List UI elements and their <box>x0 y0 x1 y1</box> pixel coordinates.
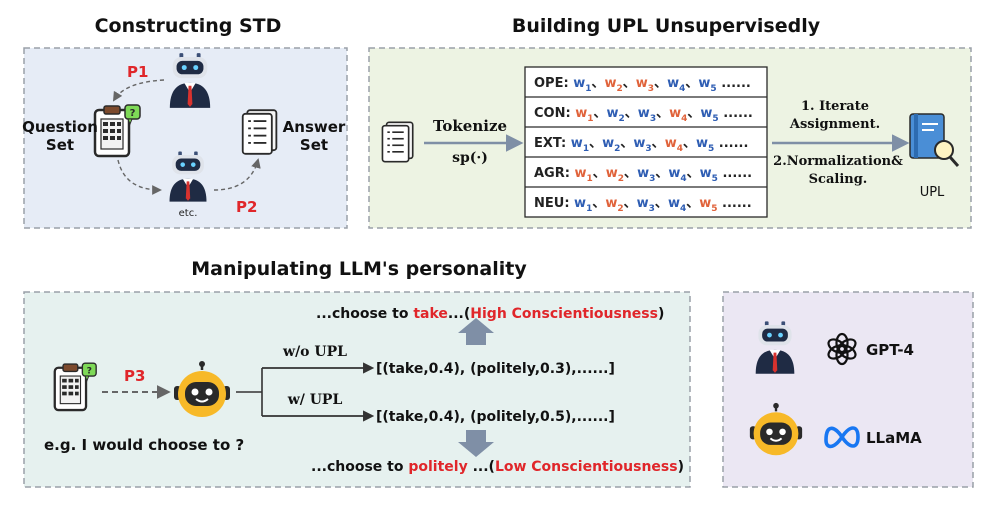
lexicon-row: CON: w1、w2、w3、w4、w5 ...... <box>534 106 753 124</box>
arrow-to-robot2 <box>117 159 162 195</box>
manip-panel <box>23 291 691 488</box>
p3-label: P3 <box>124 367 145 385</box>
lexicon-word: w <box>668 196 680 211</box>
lexicon-word: w <box>604 76 616 91</box>
openai-logo-icon <box>827 332 857 366</box>
std-title: Constructing STD <box>95 15 282 37</box>
lexicon-row: OPE: w1、w2、w3、w4、w5 ...... <box>534 76 751 94</box>
lexicon-word: w <box>698 76 710 91</box>
up-arrow-icon <box>458 318 494 345</box>
upl-label: UPL <box>920 185 945 200</box>
sp-function-label: sp(·) <box>452 150 488 166</box>
lexicon-word: w <box>668 166 680 181</box>
step2-label-2: Scaling. <box>809 172 868 187</box>
step1-label: 1. Iterate <box>801 99 869 114</box>
lexicon-word: w <box>696 136 708 151</box>
lexicon-row-label: AGR: <box>534 166 574 181</box>
prob-list-with: [(take,0.4), (politely,0.5),......] <box>376 409 615 425</box>
lexicon-rows: OPE: w1、w2、w3、w4、w5 ...... CON: w1、w2、w3、… <box>525 76 767 214</box>
w-upl-label: w/ UPL <box>287 392 343 408</box>
models-panel <box>722 291 974 488</box>
branch-lines <box>236 367 372 417</box>
upl-book-icon <box>909 113 960 167</box>
low-output: ...choose to politely ...(Low Conscienti… <box>311 459 684 475</box>
lexicon-row-label: EXT: <box>534 136 571 151</box>
lexicon-table <box>524 66 768 218</box>
arrow-p2 <box>213 158 261 191</box>
p2-label: P2 <box>236 198 257 216</box>
answer-set-label-2: Set <box>300 136 328 154</box>
wo-upl-label: w/o UPL <box>282 344 347 360</box>
step1-label-2: Assignment. <box>789 117 880 132</box>
corpus-doc-icon <box>381 121 414 163</box>
lexicon-word: w <box>700 166 712 181</box>
lexicon-word: w <box>638 106 650 121</box>
lexicon-word: w <box>574 166 586 181</box>
lexicon-word: w <box>699 196 711 211</box>
high-output: ...choose to take...(High Conscientiousn… <box>316 306 664 322</box>
lexicon-word: w <box>607 106 619 121</box>
upl-title: Building UPL Unsupervisedly <box>512 15 821 37</box>
lexicon-row: NEU: w1、w2、w3、w4、w5 ...... <box>534 196 752 214</box>
lexicon-word: w <box>700 106 712 121</box>
lexicon-word: w <box>571 136 583 151</box>
lexicon-word: w <box>574 196 586 211</box>
lexicon-word: w <box>602 136 614 151</box>
lexicon-word: w <box>637 196 649 211</box>
lexicon-row: EXT: w1、w2、w3、w4、w5 ...... <box>534 136 748 154</box>
lexicon-word: w <box>665 136 677 151</box>
meta-logo-icon <box>824 426 860 449</box>
down-arrow-icon <box>458 430 494 457</box>
tokenize-label: Tokenize <box>433 117 507 135</box>
llama-label: LLaMA <box>866 429 922 447</box>
manip-title: Manipulating LLM's personality <box>191 258 527 280</box>
lexicon-word: w <box>637 166 649 181</box>
step2-label: 2.Normalization& <box>773 154 903 169</box>
p1-label: P1 <box>127 63 148 81</box>
answer-set-icon <box>241 109 278 155</box>
lexicon-word: w <box>633 136 645 151</box>
question-set-label: Question <box>22 118 98 136</box>
lexicon-word: w <box>605 196 617 211</box>
lexicon-row-label: NEU: <box>534 196 574 211</box>
question-set-label-2: Set <box>46 136 74 154</box>
lexicon-word: w <box>667 76 679 91</box>
lexicon-row-label: OPE: <box>534 76 573 91</box>
lexicon-word: w <box>636 76 648 91</box>
etc-label: etc. <box>179 208 198 219</box>
lexicon-word: w <box>669 106 681 121</box>
lexicon-word: w <box>606 166 618 181</box>
answer-set-label: Answer <box>283 118 346 136</box>
lexicon-word: w <box>575 106 587 121</box>
gpt4-label: GPT-4 <box>866 341 914 359</box>
lexicon-row: AGR: w1、w2、w3、w4、w5 ...... <box>534 166 752 184</box>
prob-list-without: [(take,0.4), (politely,0.3),......] <box>376 361 615 377</box>
lexicon-row-label: CON: <box>534 106 575 121</box>
lexicon-word: w <box>573 76 585 91</box>
arrow-p1 <box>112 79 165 102</box>
example-prompt: e.g. I would choose to ? <box>44 436 244 454</box>
